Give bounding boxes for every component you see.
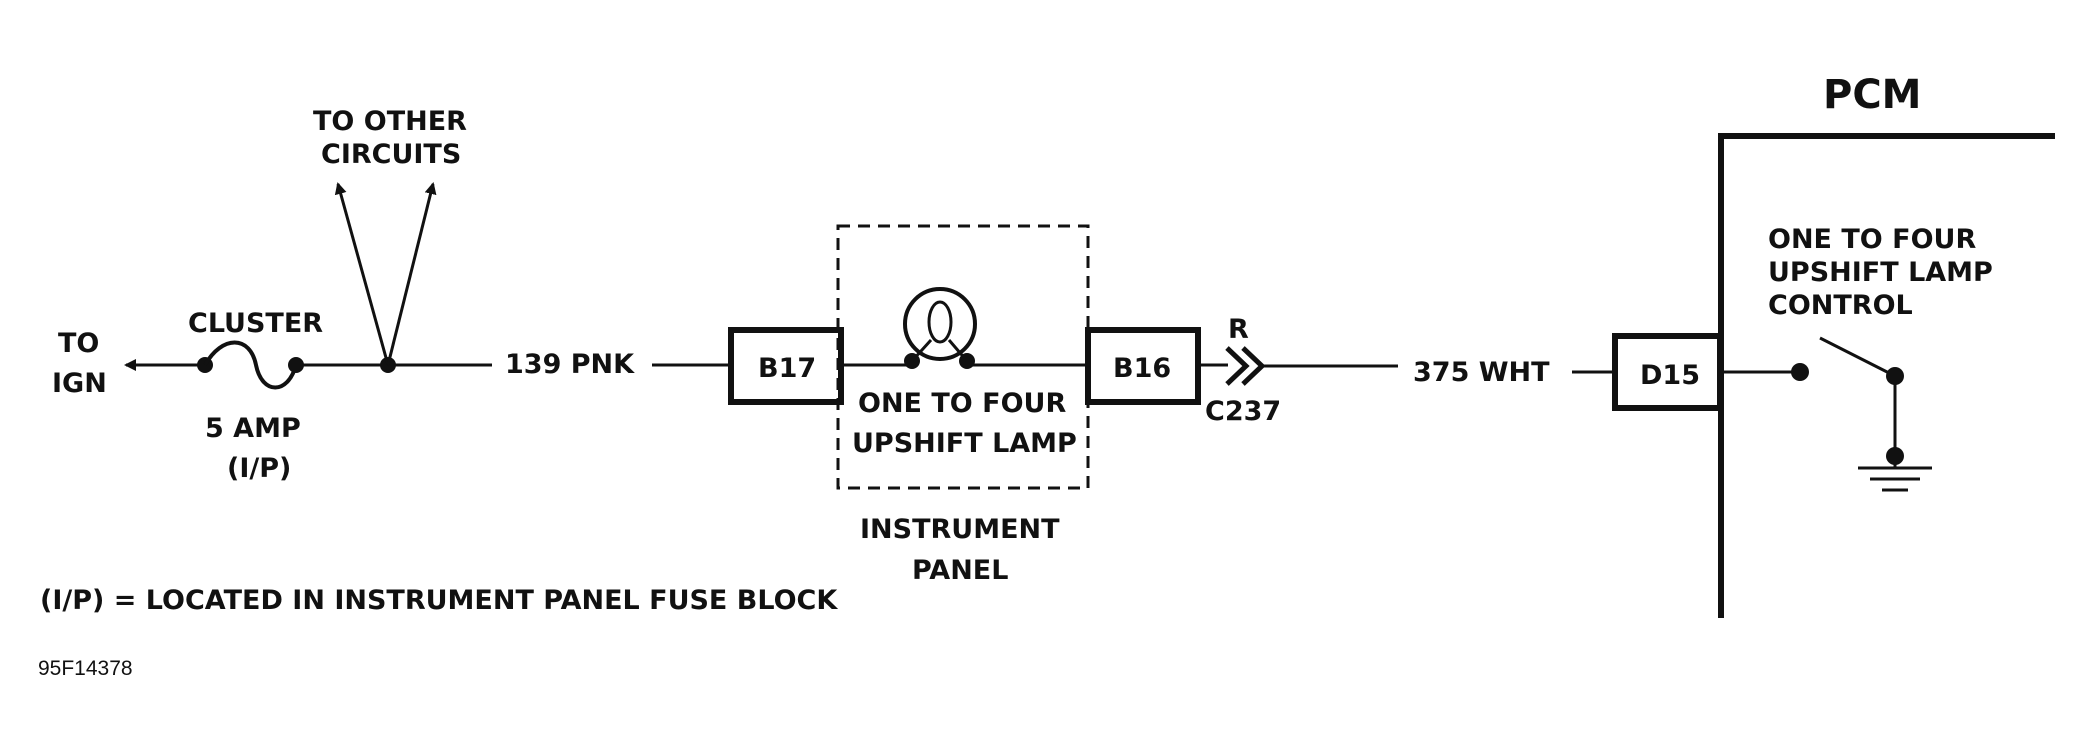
pcm-control-label-line3: CONTROL (1768, 290, 1913, 321)
pcm-boundary (1718, 133, 2055, 618)
lamp-icon (903, 287, 977, 363)
switch-blade (1819, 336, 1896, 378)
connector-b17-label: B17 (758, 353, 816, 384)
other-circuits-arrow-left (334, 182, 390, 366)
to-other-label-line2: CIRCUITS (321, 139, 461, 170)
inline-connector-c237 (1225, 346, 1266, 386)
connector-b17 (728, 327, 844, 405)
fuse-name-label: CLUSTER (188, 308, 323, 339)
to-ign-label-line1: TO (58, 328, 99, 359)
other-circuits-arrow-right (386, 182, 437, 366)
switch-terminal-left (1791, 363, 1809, 381)
instrument-panel-label-line1: INSTRUMENT (860, 514, 1060, 545)
pcm-control-label-line1: ONE TO FOUR (1768, 224, 1976, 255)
ground-icon (1858, 466, 1932, 492)
pcm-control-label-line2: UPSHIFT LAMP (1768, 257, 1993, 288)
c237-side-label: R (1228, 314, 1249, 345)
instrument-panel-label-line2: PANEL (912, 555, 1008, 586)
lamp-label-line1: ONE TO FOUR (858, 388, 1066, 419)
lamp-label-line2: UPSHIFT LAMP (852, 428, 1077, 459)
connector-d15-label: D15 (1640, 360, 1700, 391)
c237-id-label: C237 (1205, 396, 1281, 427)
fuse-location-label: (I/P) (227, 453, 291, 484)
wire-375-wht-label: 375 WHT (1413, 357, 1550, 388)
fuse-rating-label: 5 AMP (205, 413, 301, 444)
fuse-icon (203, 340, 298, 390)
to-ign-label-line2: IGN (52, 368, 107, 399)
footnote: (I/P) = LOCATED IN INSTRUMENT PANEL FUSE… (40, 585, 838, 616)
pcm-title: PCM (1823, 72, 1921, 118)
to-other-label-line1: TO OTHER (313, 106, 467, 137)
wire-139-pnk-label: 139 PNK (505, 349, 635, 380)
connector-b16-label: B16 (1113, 353, 1171, 384)
figure-id: 95F14378 (38, 657, 133, 680)
